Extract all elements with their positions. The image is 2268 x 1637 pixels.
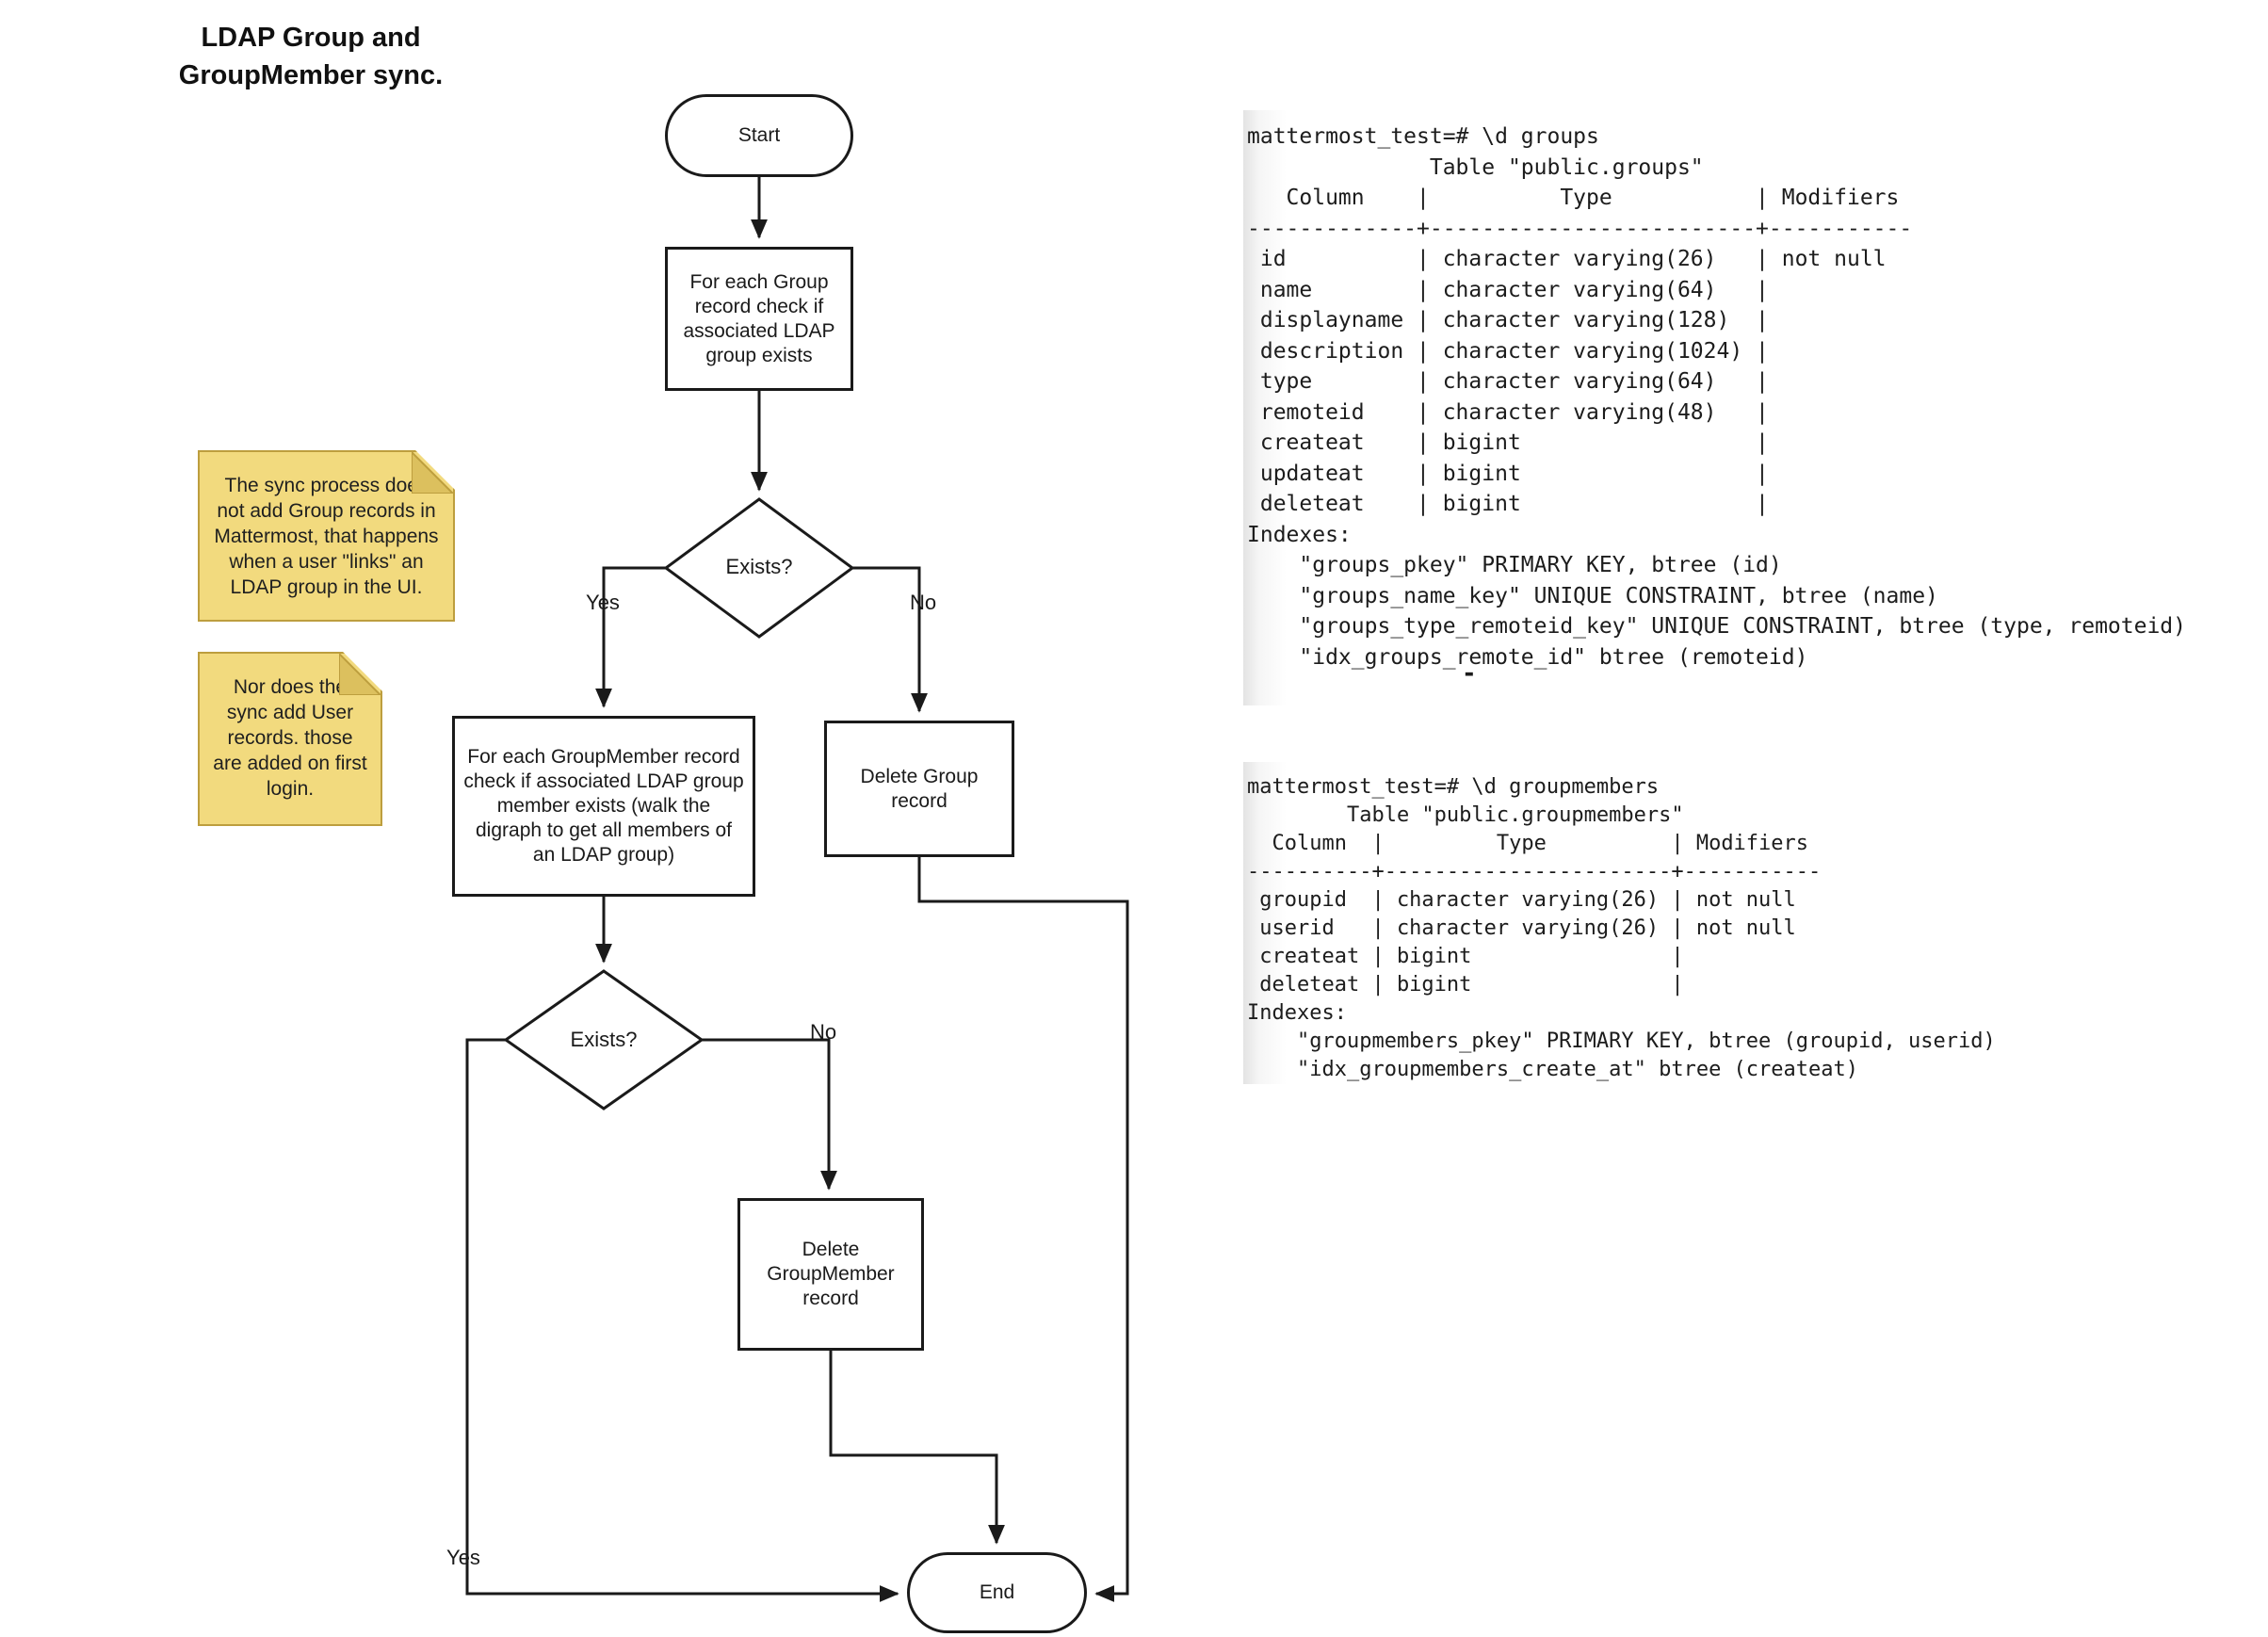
connector-decision1-no (852, 568, 928, 713)
decision-diamond-2 (506, 971, 702, 1109)
sticky-note-user-sync: Nor does the sync add User records. thos… (198, 652, 382, 826)
decision2-label: Exists? (570, 1028, 638, 1051)
sticky-note-user-sync-text: Nor does the sync add User records. thos… (213, 676, 367, 800)
delete-group-box: Delete Group record (824, 721, 1014, 857)
delete-groupmember-box: Delete GroupMember record (737, 1198, 924, 1351)
label-yes-1: Yes (586, 591, 620, 614)
sticky-note-group-sync-text: The sync process does not add Group reco… (214, 475, 439, 598)
label-no-2: No (810, 1020, 837, 1044)
decision-diamond-1 (666, 499, 852, 637)
note-fold-icon (339, 654, 381, 695)
note-fold-icon (412, 452, 453, 494)
connector-delete-groupmember-to-end (831, 1351, 1005, 1545)
terminal-groupmembers-output: mattermost_test=# \d groupmembers Table … (1243, 762, 1996, 1084)
delete-groupmember-text: Delete GroupMember record (767, 1239, 895, 1309)
delete-group-text: Delete Group record (860, 765, 979, 812)
page-title-line1: LDAP Group and (201, 23, 421, 53)
terminal-cursor-dash: - (1462, 659, 1477, 688)
terminal-groups-output: mattermost_test=# \d groups Table "publi… (1243, 110, 2191, 705)
connector-decision2-no (702, 1040, 837, 1191)
label-yes-2: Yes (446, 1546, 480, 1569)
check-groupmember-text: For each GroupMember record check if ass… (463, 746, 744, 866)
sticky-note-group-sync: The sync process does not add Group reco… (198, 450, 455, 622)
start-node-label: Start (737, 124, 781, 146)
check-groupmember-box: For each GroupMember record check if ass… (452, 716, 755, 897)
terminal-groups-text: mattermost_test=# \d groups Table "publi… (1247, 124, 2186, 670)
decision1-label: Exists? (725, 555, 793, 578)
page-title-line2: GroupMember sync. (178, 60, 444, 90)
connector-delete-group-to-end (919, 857, 1127, 1602)
connector-decision2-yes-to-end (467, 1040, 899, 1602)
connector-decision1-yes (595, 568, 666, 708)
check-group-box: For each Group record check if associate… (665, 247, 853, 391)
start-node: Start (665, 94, 853, 177)
page-title: LDAP Group and GroupMember sync. (132, 19, 490, 94)
end-node: End (907, 1552, 1087, 1633)
check-group-text: For each Group record check if associate… (683, 270, 835, 366)
terminal-groupmembers-text: mattermost_test=# \d groupmembers Table … (1247, 775, 1996, 1081)
label-no-1: No (909, 591, 937, 614)
end-node-label: End (979, 1581, 1015, 1603)
